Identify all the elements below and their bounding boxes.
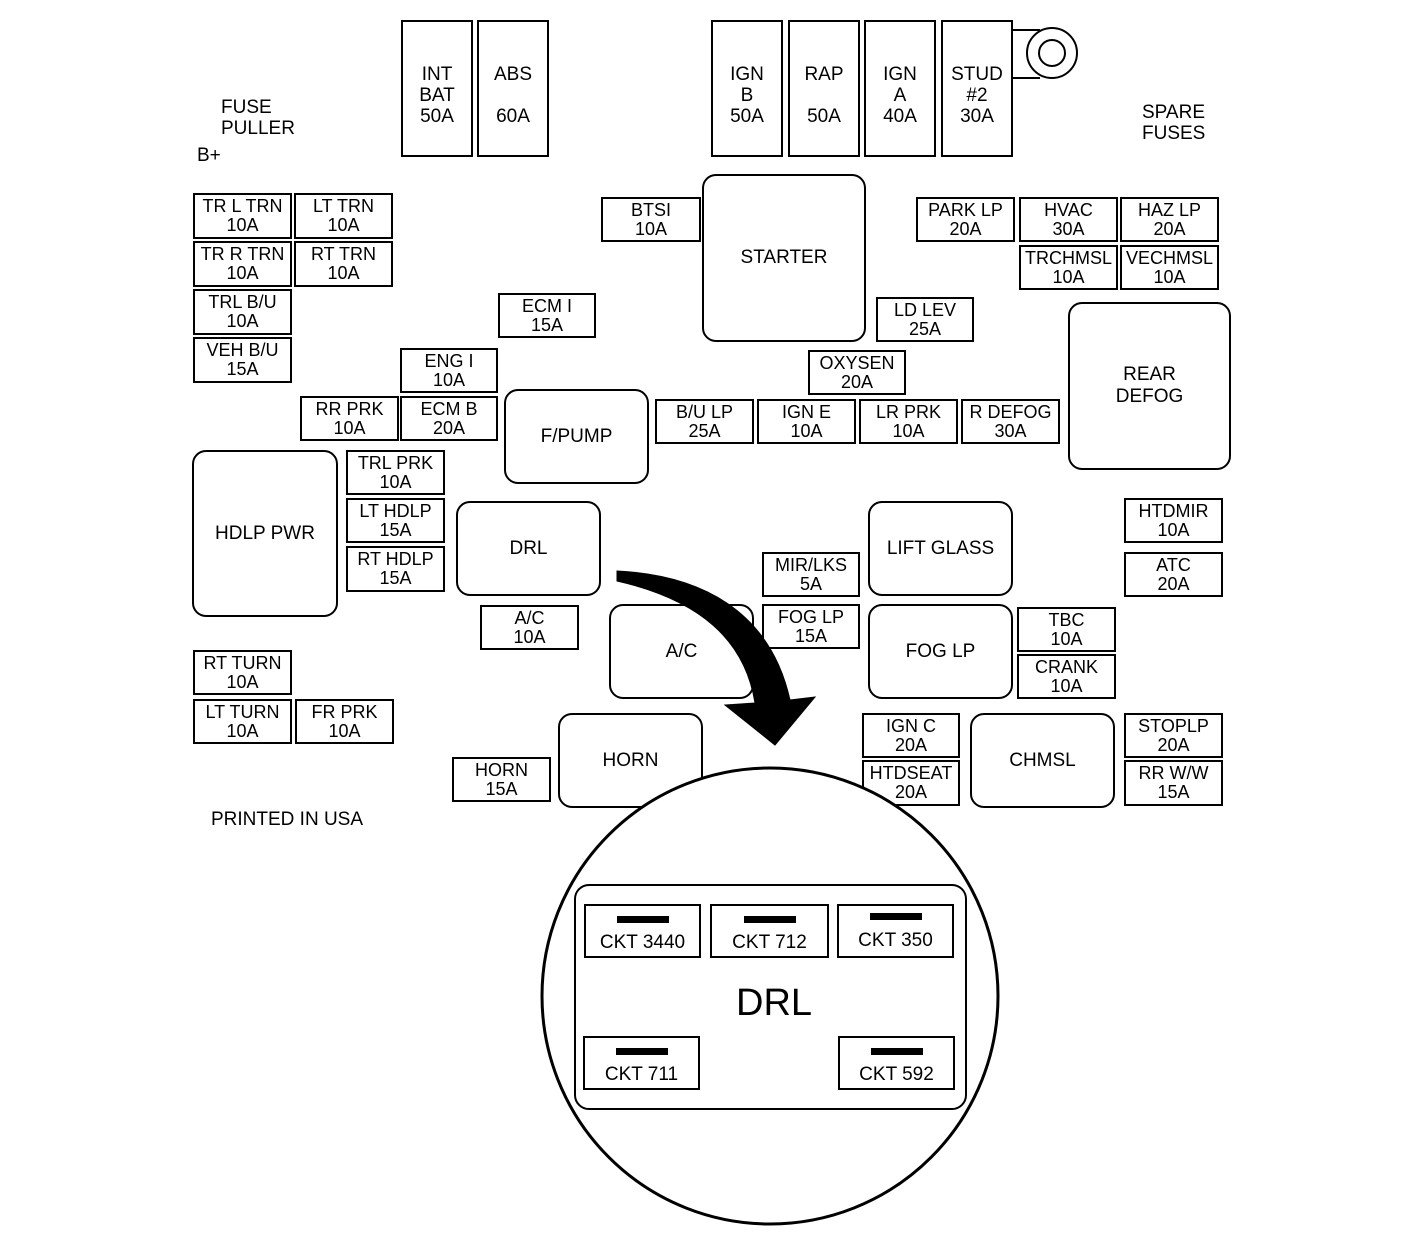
relay-chmsl: CHMSL	[970, 713, 1115, 808]
relay-horn: HORN	[558, 713, 703, 808]
relay-hdlp-pwr: HDLP PWR	[192, 450, 338, 617]
relay-f-pump: F/PUMP	[504, 389, 649, 484]
relay-lift-glass: LIFT GLASS	[868, 501, 1013, 596]
ckt-terminal-3440: CKT 3440	[584, 904, 701, 958]
terminal-pin-icon	[616, 916, 669, 923]
relay-drl: DRL	[456, 501, 601, 596]
terminal-pin-icon	[870, 1048, 923, 1055]
terminal-pin-icon	[615, 1048, 668, 1055]
relay-fog-lp: FOG LP	[868, 604, 1013, 699]
ckt-terminal-350: CKT 350	[837, 904, 954, 958]
b-plus-label: B+	[197, 145, 221, 166]
callout-arrow-icon	[616, 570, 817, 746]
ckt-terminal-592: CKT 592	[838, 1036, 955, 1090]
ckt-terminal-712: CKT 712	[710, 904, 829, 958]
terminal-pin-icon	[869, 913, 922, 920]
relay-starter: STARTER	[702, 174, 866, 342]
terminal-pin-icon	[743, 916, 796, 923]
printed-in-usa-label: PRINTED IN USA	[211, 809, 364, 830]
drl-detail-title: DRL	[736, 982, 813, 1024]
ckt-terminal-711: CKT 711	[583, 1036, 700, 1090]
stud-terminal-icon	[1010, 27, 1078, 79]
